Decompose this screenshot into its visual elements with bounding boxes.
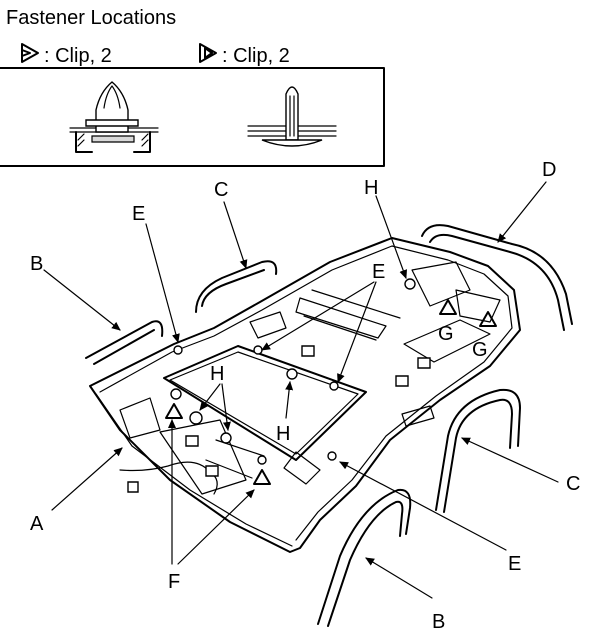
callout-b-bottom: B	[432, 611, 445, 633]
callout-g-right: G	[472, 339, 488, 361]
leader-lines	[43, 181, 559, 599]
page-title: Fastener Locations	[6, 7, 176, 29]
callout-f: F	[168, 571, 180, 593]
clip-a-icon	[21, 43, 39, 63]
callout-c-top: C	[214, 179, 228, 201]
callout-h-left: H	[210, 363, 224, 385]
callout-b-top: B	[30, 253, 43, 275]
callout-d: D	[542, 159, 556, 181]
clip-markers	[165, 299, 497, 485]
fastener-legend: : Clip, 2 : Clip, 2	[0, 43, 385, 167]
callout-e-bottom: E	[508, 553, 521, 575]
callout-c-right: C	[566, 473, 580, 495]
callout-a: A	[30, 513, 44, 535]
clip-b-illustration	[247, 86, 337, 147]
legend-frame	[0, 67, 385, 167]
clip-a-illustration	[69, 81, 159, 153]
callout-labels: A B B C C D E E E F G G H H H	[30, 159, 580, 633]
clip-b-icon	[199, 43, 217, 63]
callout-e-left: E	[132, 203, 145, 225]
callout-g-left: G	[438, 323, 454, 345]
legend-label-clip-b: : Clip, 2	[222, 45, 290, 67]
callout-h-top: H	[364, 177, 378, 199]
callout-h-center: H	[276, 423, 290, 445]
legend-label-clip-a: : Clip, 2	[44, 45, 112, 67]
callout-e-center: E	[372, 261, 385, 283]
headliner-panel	[89, 237, 521, 553]
